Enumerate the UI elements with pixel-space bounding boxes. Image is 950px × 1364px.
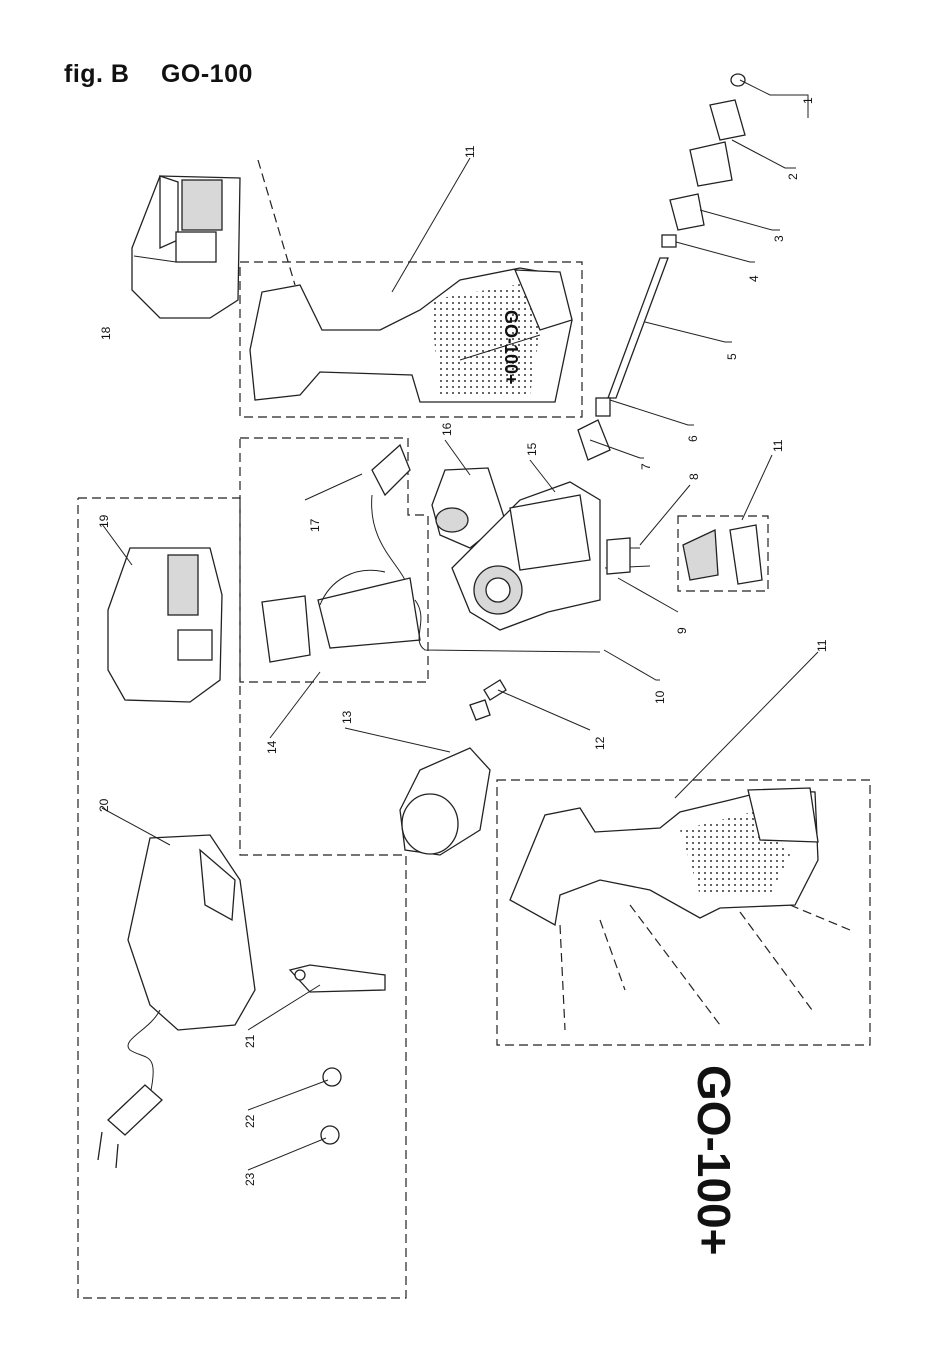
part-number: 6 (686, 435, 700, 442)
plate-and-screws (605, 538, 650, 574)
big-model-text: GO-100+ (690, 1065, 740, 1256)
front-collar (400, 748, 490, 855)
part-number: 8 (687, 473, 701, 480)
part-number: 23 (243, 1172, 257, 1186)
part-number: 11 (815, 639, 829, 652)
output-shaft (470, 680, 506, 720)
part-number: 1 (801, 97, 815, 104)
part-number: 20 (97, 798, 111, 812)
part-number: 4 (747, 275, 761, 282)
charger (128, 835, 255, 1095)
part-number: 9 (675, 627, 689, 634)
part-number: 19 (97, 514, 111, 528)
part-number: 7 (639, 463, 653, 470)
charger-plug (98, 1085, 162, 1168)
drive-shaft-assembly (578, 74, 745, 460)
part-number: 14 (265, 740, 279, 754)
part-number: 18 (99, 326, 113, 340)
part-number: 10 (653, 690, 667, 704)
cap-22 (323, 1068, 341, 1086)
cap-23 (321, 1126, 339, 1144)
big-model-label: GO-100+ (690, 1065, 745, 1285)
part-number: 21 (243, 1034, 257, 1048)
hex-wrench (290, 965, 385, 992)
part-number: 12 (593, 736, 607, 750)
part-number: 17 (308, 518, 322, 532)
housing-half-top (250, 268, 572, 402)
part-number: 5 (725, 353, 739, 360)
part-number: 15 (525, 442, 539, 456)
part-number: 16 (440, 422, 454, 436)
battery-dash-link (258, 160, 295, 285)
battery-pack (108, 548, 222, 702)
part-number: 3 (772, 235, 786, 242)
part-number: 13 (340, 710, 354, 724)
part-number: 11 (463, 145, 477, 158)
housing-half-bottom (510, 788, 850, 1030)
part-number: 22 (243, 1114, 257, 1128)
part-number: 11 (771, 439, 785, 452)
small-switch (683, 525, 762, 584)
battery-pack-top (132, 176, 240, 318)
housing-brand-text: GO-100+ (501, 310, 521, 385)
part-number: 2 (786, 173, 800, 180)
